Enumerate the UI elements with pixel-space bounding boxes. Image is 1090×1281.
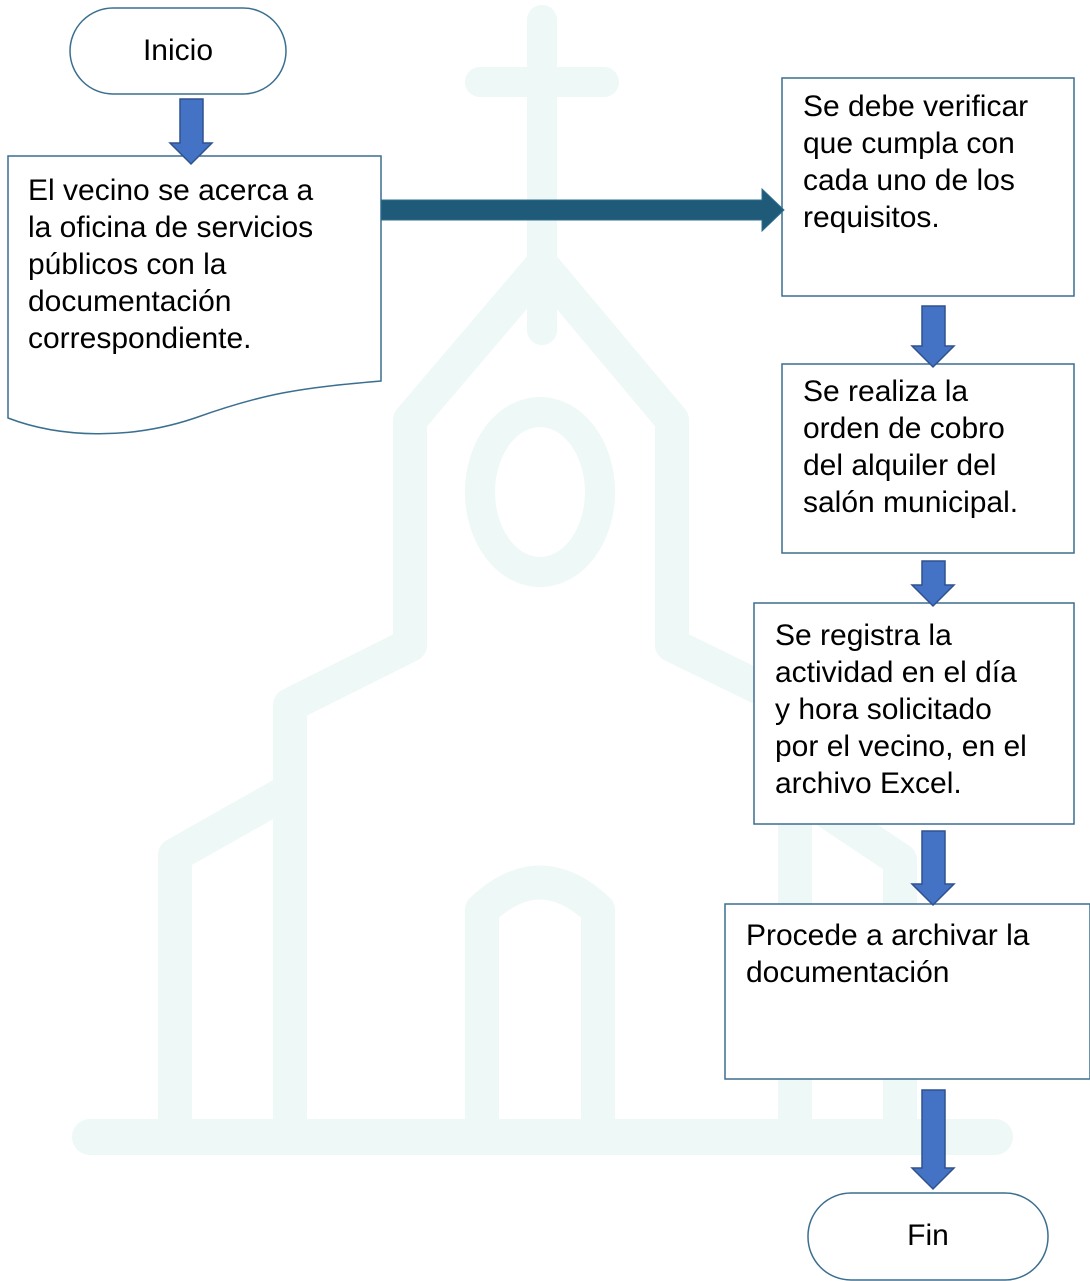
step3-text: Se realiza la orden de cobro del alquile… <box>803 375 1019 519</box>
step5-text: Procede a archivar la documentación <box>746 919 1030 989</box>
arrow-down-4 <box>910 830 956 907</box>
arrow-down-2 <box>910 305 956 369</box>
step4-process-box <box>753 602 1075 825</box>
step2-process-box <box>781 77 1075 297</box>
step1-text: El vecino se acerca a la oficina de serv… <box>28 174 314 355</box>
arrow-down-1 <box>168 98 214 166</box>
step2-text: Se debe verificar que cumpla con cada un… <box>803 90 1029 234</box>
arrow-down-3 <box>910 560 956 608</box>
step5-process-box <box>724 903 1090 1080</box>
end-label: Fin <box>907 1219 949 1252</box>
arrow-down-5 <box>910 1089 956 1191</box>
end-terminator <box>807 1192 1049 1281</box>
step4-text: Se registra la actividad en el día y hor… <box>775 619 1027 800</box>
start-label: Inicio <box>142 34 214 67</box>
connector-arrow-right <box>380 187 785 233</box>
step3-process-box <box>781 363 1075 554</box>
step1-document-shape <box>7 155 382 435</box>
start-terminator <box>69 7 287 95</box>
